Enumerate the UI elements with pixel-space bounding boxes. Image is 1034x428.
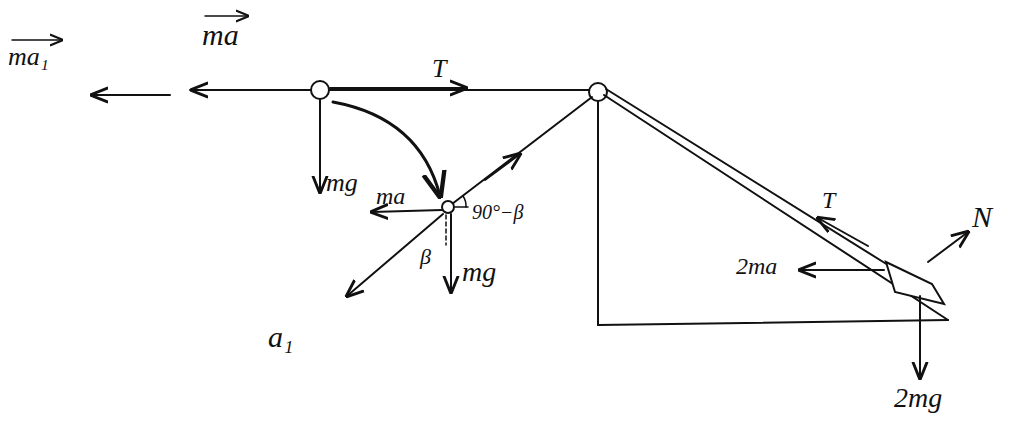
force-label: 2ma xyxy=(736,254,777,278)
force-label: ma xyxy=(376,184,405,208)
ball xyxy=(442,201,454,213)
incline xyxy=(604,95,948,320)
force-arrow xyxy=(92,94,170,96)
force-label: ma xyxy=(202,20,239,50)
wedge-base xyxy=(598,320,948,325)
string xyxy=(452,97,592,204)
ball xyxy=(311,81,329,99)
force-label: mg xyxy=(462,258,496,286)
force-label: a₁ xyxy=(268,322,293,352)
vector-mark xyxy=(12,39,62,41)
force-label: T xyxy=(822,188,835,212)
weight-arrow xyxy=(319,100,321,192)
force-label: 2mg xyxy=(894,384,942,412)
string xyxy=(190,89,590,91)
force-arrow xyxy=(800,269,884,271)
force-label: T xyxy=(432,56,446,82)
force-label: β xyxy=(420,246,431,268)
force-label: ma₁ xyxy=(8,44,49,70)
force-label: 90°−β xyxy=(472,202,523,222)
force-label: mg xyxy=(326,170,358,196)
weight-arrow xyxy=(919,296,921,378)
block xyxy=(886,262,944,304)
tension-arrow xyxy=(330,87,466,89)
force-arrow xyxy=(192,89,310,91)
vector-mark xyxy=(205,15,248,17)
weight-arrow xyxy=(450,214,452,292)
force-arrow xyxy=(372,210,442,212)
tension-arrow xyxy=(818,218,868,246)
string xyxy=(606,89,888,265)
force-label: N xyxy=(972,202,992,232)
normal-arrow xyxy=(928,232,968,262)
angle-arc xyxy=(463,196,466,207)
reference-line xyxy=(455,206,468,208)
tension-arrow xyxy=(485,154,520,180)
acceleration-arrow xyxy=(347,214,443,296)
reference-line xyxy=(445,215,447,245)
wedge-side xyxy=(597,101,599,325)
